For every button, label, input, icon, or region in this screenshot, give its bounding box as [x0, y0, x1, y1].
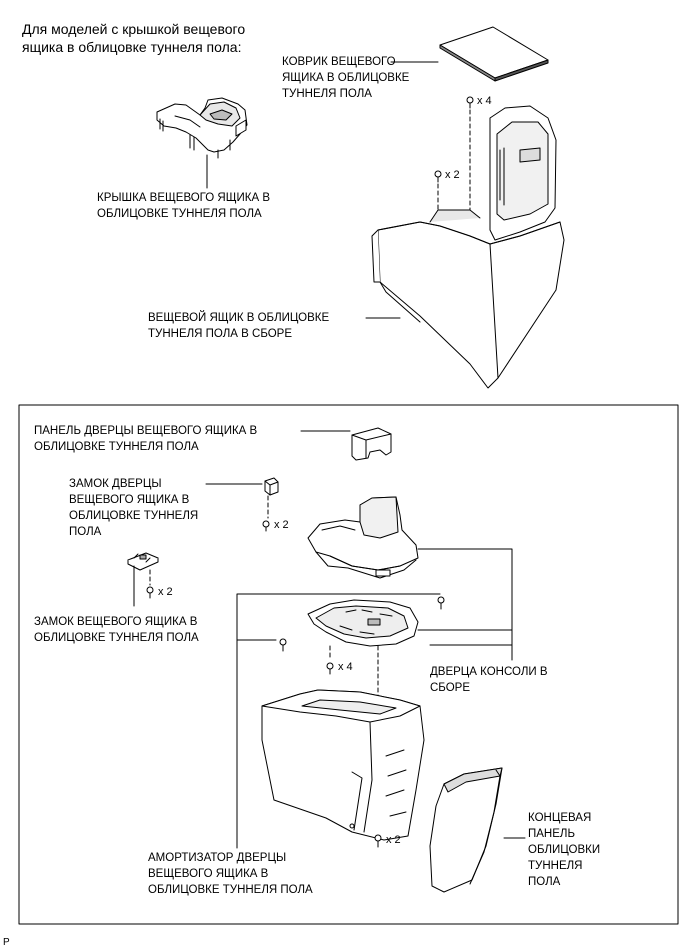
- qty-console-door: x 4: [338, 661, 353, 673]
- door-lock: [264, 477, 279, 496]
- label-door-panel-1: ПАНЕЛЬ ДВЕРЦЫ ВЕЩЕВОГО ЯЩИКА В: [34, 425, 258, 437]
- screw-icon: [326, 662, 334, 675]
- qty-screws-top: x 4: [477, 95, 492, 107]
- label-end-panel-3: ОБЛИЦОВКИ: [528, 844, 601, 856]
- box-lock: [127, 552, 159, 571]
- label-mat-1: КОВРИК ВЕЩЕВОГО: [282, 56, 396, 68]
- end-panel: [429, 767, 503, 893]
- screw-icon: [466, 96, 474, 109]
- label-end-panel-5: ПОЛА: [528, 876, 561, 888]
- qty-screws-side: x 2: [445, 169, 460, 181]
- label-door-lock-2: ВЕЩЕВОГО ЯЩИКА В: [69, 494, 190, 506]
- storage-box-lid: [156, 97, 248, 159]
- label-end-panel-4: ТУННЕЛЯ: [528, 860, 583, 872]
- qty-box-lock: x 2: [158, 586, 173, 598]
- label-damper-2: ВЕЩЕВОГО ЯЩИКА В: [148, 868, 269, 880]
- storage-box-mat: [439, 26, 549, 82]
- label-door-panel-2: ОБЛИЦОВКЕ ТУННЕЛЯ ПОЛА: [34, 441, 199, 453]
- console-box-body: [261, 689, 425, 841]
- label-door-lock-4: ПОЛА: [69, 526, 102, 538]
- page-title-line2: ящика в облицовке туннеля пола:: [22, 39, 242, 55]
- label-box-lock-2: ОБЛИЦОВКЕ ТУННЕЛЯ ПОЛА: [34, 632, 199, 644]
- label-door-lock-1: ЗАМОК ДВЕРЦЫ: [69, 478, 162, 490]
- figure-code: P: [3, 937, 10, 948]
- console-door-assembly: [307, 496, 419, 579]
- label-mat-2: ЯЩИКА В ОБЛИЦОВКЕ: [282, 72, 410, 84]
- label-console-door-1: ДВЕРЦА КОНСОЛИ В: [430, 666, 548, 678]
- label-door-lock-3: ОБЛИЦОВКЕ ТУННЕЛЯ: [69, 510, 199, 522]
- label-end-panel-2: ПАНЕЛЬ: [528, 828, 576, 840]
- section-frame: [18, 404, 679, 925]
- screw-icon: [374, 834, 382, 848]
- label-console-door-2: СБОРЕ: [430, 682, 471, 694]
- label-end-panel-1: КОНЦЕВАЯ: [528, 812, 592, 824]
- label-box-lock-1: ЗАМОК ВЕЩЕВОГО ЯЩИКА В: [34, 616, 198, 628]
- qty-door-lock: x 2: [274, 519, 289, 531]
- console-door-frame: [307, 599, 419, 647]
- label-damper-3: ОБЛИЦОВКЕ ТУННЕЛЯ ПОЛА: [148, 884, 313, 896]
- label-box-1: ВЕЩЕВОЙ ЯЩИК В ОБЛИЦОВКЕ: [148, 312, 330, 324]
- label-damper-1: АМОРТИЗАТОР ДВЕРЦЫ: [148, 852, 287, 864]
- label-lid-2: ОБЛИЦОВКЕ ТУННЕЛЯ ПОЛА: [97, 208, 262, 220]
- door-panel: [351, 427, 392, 461]
- label-lid-1: КРЫШКА ВЕЩЕВОГО ЯЩИКА В: [97, 192, 270, 204]
- qty-bottom-screws: x 2: [386, 834, 401, 846]
- screw-icon: [434, 170, 442, 183]
- screw-icon: [279, 638, 287, 652]
- page-title-line1: Для моделей с крышкой вещевого: [22, 21, 246, 37]
- leader-console-door: [417, 548, 513, 646]
- screw-icon: [437, 596, 445, 610]
- screw-icon: [146, 586, 154, 599]
- label-box-2: ТУННЕЛЯ ПОЛА В СБОРЕ: [148, 328, 293, 340]
- screw-icon: [262, 520, 270, 532]
- leader-damper: [236, 593, 441, 849]
- label-mat-3: ТУННЕЛЯ ПОЛА: [282, 88, 372, 100]
- console-box-assembly: [371, 105, 565, 389]
